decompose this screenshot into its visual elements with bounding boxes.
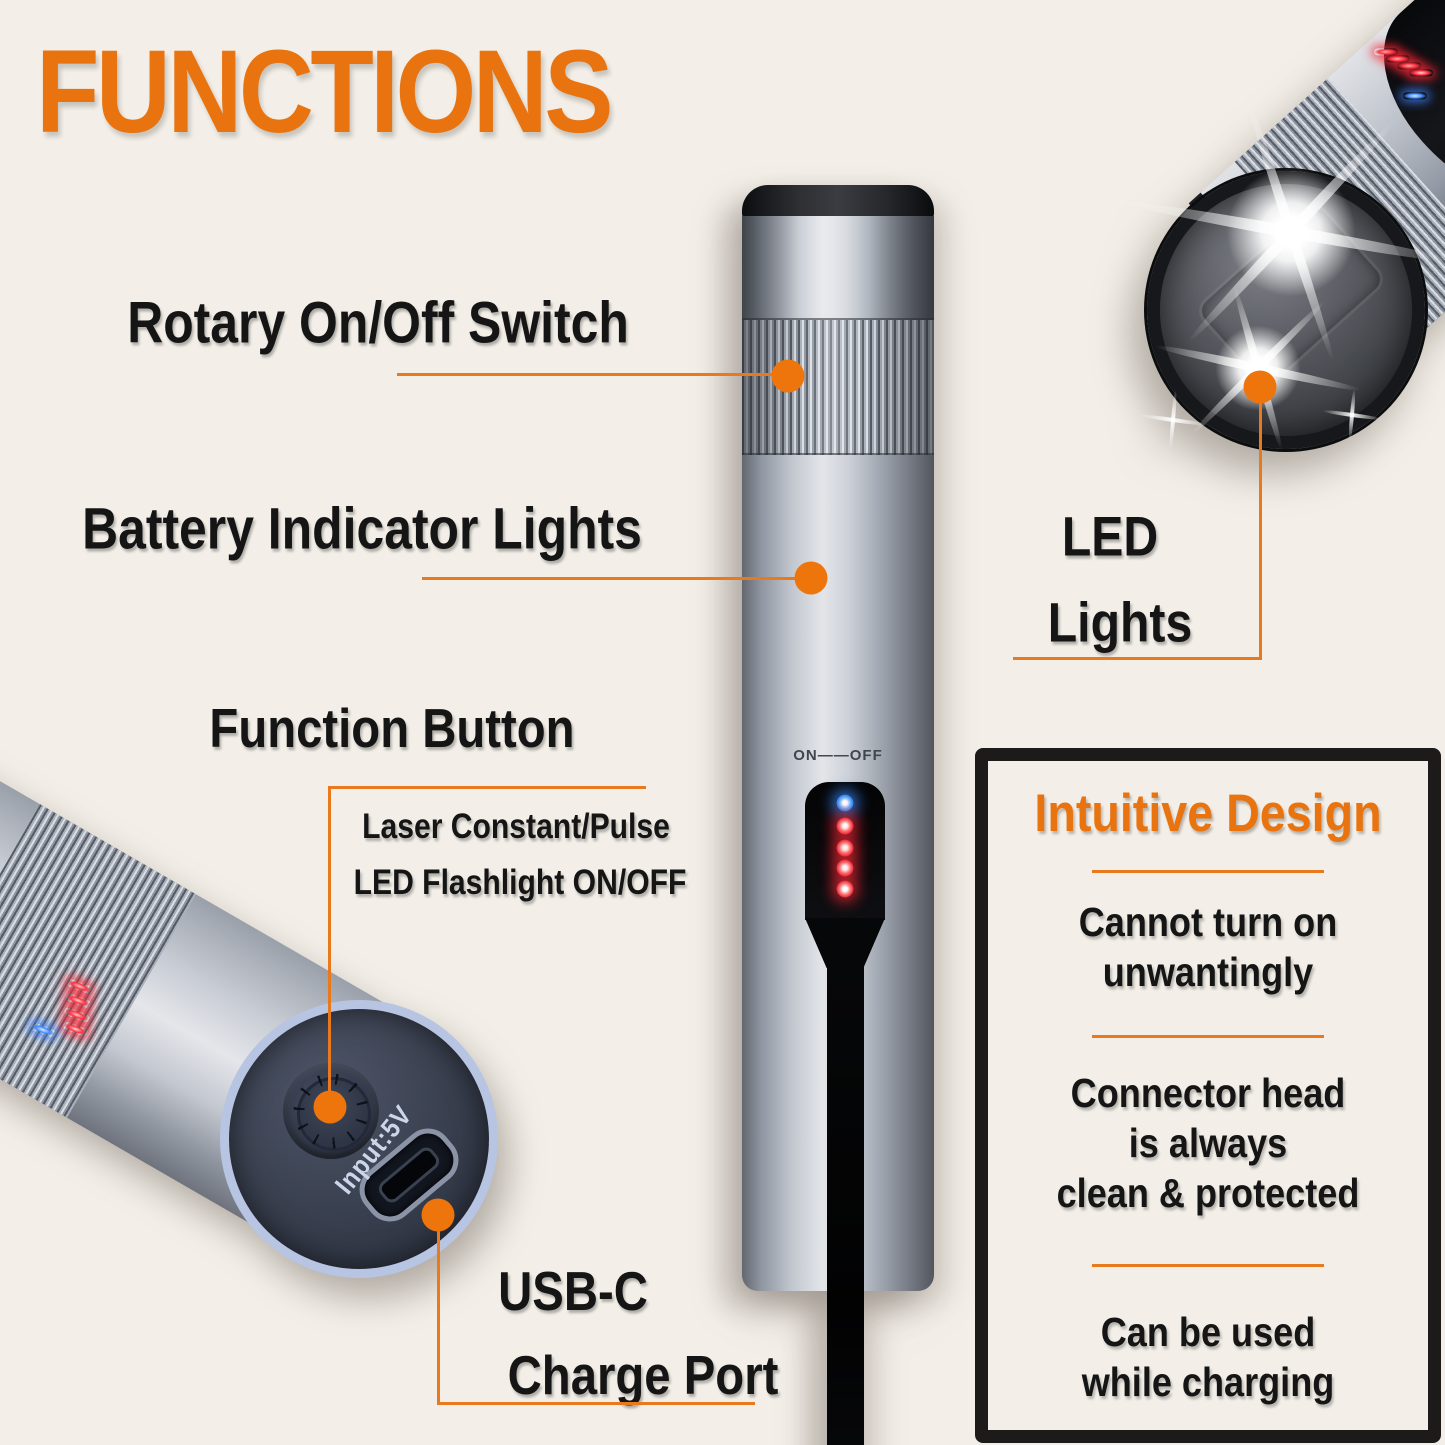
callout-dot-battery (794, 561, 828, 595)
info-item-3-line-2: while charging (1081, 1359, 1335, 1406)
led-reflection-red-icon (1385, 55, 1410, 63)
info-item-2: Connector head is always clean & protect… (1014, 1068, 1401, 1218)
callout-dot-usb (421, 1198, 455, 1232)
info-item-1-line-2: unwantingly (1102, 949, 1314, 996)
divider (1092, 870, 1324, 873)
label-battery-indicator: Battery Indicator Lights (82, 496, 642, 562)
leader-line-function-h (328, 786, 646, 789)
device-body: ON——OFF (742, 455, 934, 1445)
rotary-switch-ring (742, 320, 934, 455)
leader-line-usb-h (437, 1402, 755, 1405)
top-cap (742, 185, 934, 218)
glossy-stripe (827, 966, 864, 1445)
label-usb-1: USB-C (498, 1260, 648, 1322)
info-item-3: Can be used while charging (1014, 1307, 1401, 1407)
leader-line-led-h (1013, 657, 1262, 660)
leader-line-function-v (328, 786, 331, 1106)
flashlight-front-view: ON——OFF (742, 185, 934, 1445)
callout-dot-function (313, 1090, 347, 1124)
on-off-marking: ON——OFF (793, 747, 883, 764)
battery-led-red-icon (836, 880, 854, 898)
leader-line-rotary (397, 373, 788, 376)
label-usb-2: Charge Port (507, 1344, 779, 1406)
leader-line-battery (422, 577, 811, 580)
info-item-3-line-1: Can be used (1100, 1309, 1316, 1356)
divider (1092, 1035, 1324, 1039)
led-reflection-red-icon (1409, 69, 1434, 77)
panel-taper (805, 918, 885, 968)
callout-dot-rotary (771, 359, 805, 393)
led-reflection-red-icon (1374, 48, 1399, 56)
label-led-lights-1: LED (1061, 504, 1159, 568)
battery-led-red-icon (836, 859, 854, 877)
seam-line (742, 318, 934, 321)
label-led-lights-2: Lights (1047, 590, 1193, 654)
leader-line-usb-v (437, 1215, 440, 1405)
info-item-2-line-2: is always (1128, 1120, 1288, 1167)
led-reflection-blue-icon (1402, 92, 1427, 100)
label-rotary-switch: Rotary On/Off Switch (127, 290, 629, 356)
label-function-button: Function Button (209, 697, 575, 759)
info-item-2-line-1: Connector head (1070, 1070, 1346, 1117)
led-reflection-red-icon (1397, 62, 1422, 70)
head-section (742, 216, 934, 320)
divider (1092, 1264, 1324, 1268)
label-function-sub-1: Laser Constant/Pulse (362, 807, 670, 846)
callout-dot-led (1243, 370, 1277, 404)
info-item-1-line-1: Cannot turn on (1078, 899, 1338, 945)
battery-led-blue-icon (836, 794, 854, 812)
label-function-sub-2: LED Flashlight ON/OFF (353, 863, 687, 902)
info-item-2-line-3: clean & protected (1056, 1170, 1360, 1217)
info-box-title: Intuitive Design (1034, 784, 1382, 843)
leader-line-led-v (1259, 387, 1262, 659)
intuitive-design-box: Intuitive Design Cannot turn on unwantin… (975, 748, 1441, 1443)
page-title: FUNCTIONS (36, 26, 614, 158)
battery-led-red-icon (836, 817, 854, 835)
seam-line (742, 453, 934, 456)
info-item-1: Cannot turn on unwantingly (1014, 897, 1401, 997)
battery-led-red-icon (836, 839, 854, 857)
